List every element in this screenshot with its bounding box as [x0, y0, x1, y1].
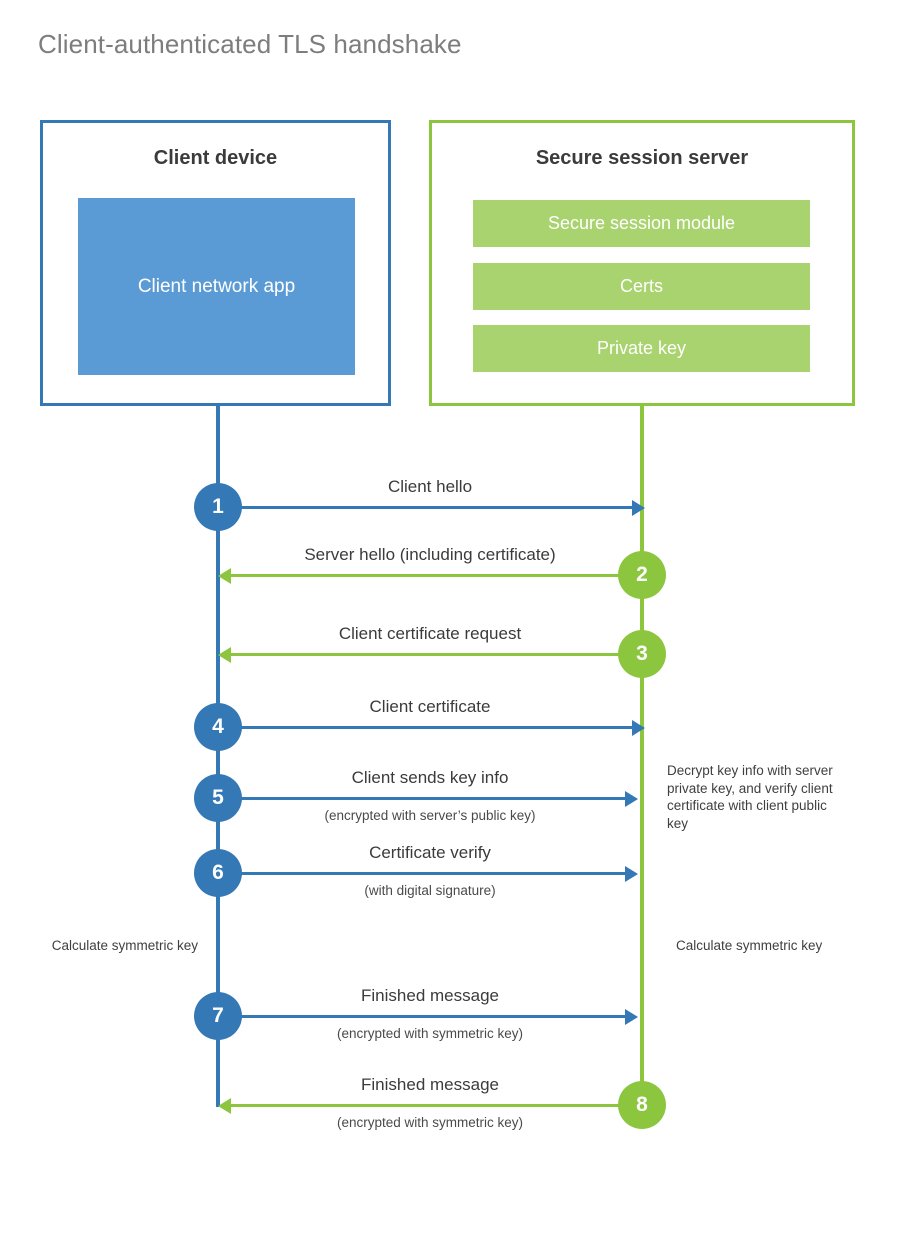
server-lifeline: [640, 406, 644, 1107]
message-sublabel-8: (encrypted with symmetric key): [336, 1115, 524, 1130]
arrow-head-left-icon: [218, 647, 231, 663]
step-badge-6: 6: [194, 849, 242, 897]
server-component-private-key: Private key: [473, 325, 810, 372]
arrow-shaft: [218, 506, 632, 509]
step-badge-4: 4: [194, 703, 242, 751]
message-label-8: Finished message: [361, 1075, 499, 1094]
step-badge-8: 8: [618, 1081, 666, 1129]
secure-session-server-box: Secure session server Secure session mod…: [429, 120, 855, 406]
server-component-label: Certs: [619, 276, 663, 296]
message-label-7: Finished message: [361, 986, 499, 1005]
message-label-3: Client certificate request: [338, 624, 522, 643]
step-badge-7: 7: [194, 992, 242, 1040]
message-sublabel-5: (encrypted with server’s public key): [324, 808, 536, 823]
arrow-head-left-icon: [218, 1098, 231, 1114]
server-component-label: Secure session module: [547, 213, 736, 233]
message-label-6: Certificate verify: [369, 843, 491, 862]
step-badge-3: 3: [618, 630, 666, 678]
message-label-1: Client hello: [387, 477, 473, 496]
arrow-head-right-icon: [632, 720, 645, 736]
message-label-2: Server hello (including certificate): [304, 545, 556, 564]
message-label-5: Client sends key info: [351, 768, 509, 787]
server-decrypt-note: Decrypt key info with server private key…: [667, 763, 833, 831]
server-component-certs: Certs: [473, 263, 810, 310]
client-device-title: Client device: [153, 147, 278, 169]
server-component-secure-session-module: Secure session module: [473, 200, 810, 247]
client-network-app-label: Client network app: [137, 276, 296, 297]
arrow-shaft: [231, 574, 635, 577]
client-network-app-block: Client network app: [78, 198, 355, 375]
page-title: Client-authenticated TLS handshake: [38, 29, 462, 59]
arrow-head-right-icon: [625, 1009, 638, 1025]
arrow-shaft: [218, 872, 625, 875]
server-component-label: Private key: [596, 338, 687, 358]
message-sublabel-7: (encrypted with symmetric key): [336, 1026, 524, 1041]
step-badge-2: 2: [618, 551, 666, 599]
message-sublabel-6: (with digital signature): [364, 883, 496, 898]
server-calculate-symmetric-key-note: Calculate symmetric key: [676, 938, 823, 953]
step-badge-1: 1: [194, 483, 242, 531]
client-device-box: Client device Client network app: [40, 120, 391, 406]
client-calculate-symmetric-key-note: Calculate symmetric key: [51, 938, 198, 953]
arrow-head-left-icon: [218, 568, 231, 584]
step-badge-5: 5: [194, 774, 242, 822]
arrow-shaft: [231, 653, 635, 656]
arrow-shaft: [218, 1015, 625, 1018]
arrow-shaft: [231, 1104, 635, 1107]
secure-session-server-title: Secure session server: [535, 147, 749, 169]
arrow-shaft: [218, 726, 632, 729]
arrow-head-right-icon: [632, 500, 645, 516]
client-lifeline: [216, 406, 220, 1107]
arrow-head-right-icon: [625, 791, 638, 807]
arrow-shaft: [218, 797, 625, 800]
message-label-4: Client certificate: [369, 697, 491, 716]
arrow-head-right-icon: [625, 866, 638, 882]
